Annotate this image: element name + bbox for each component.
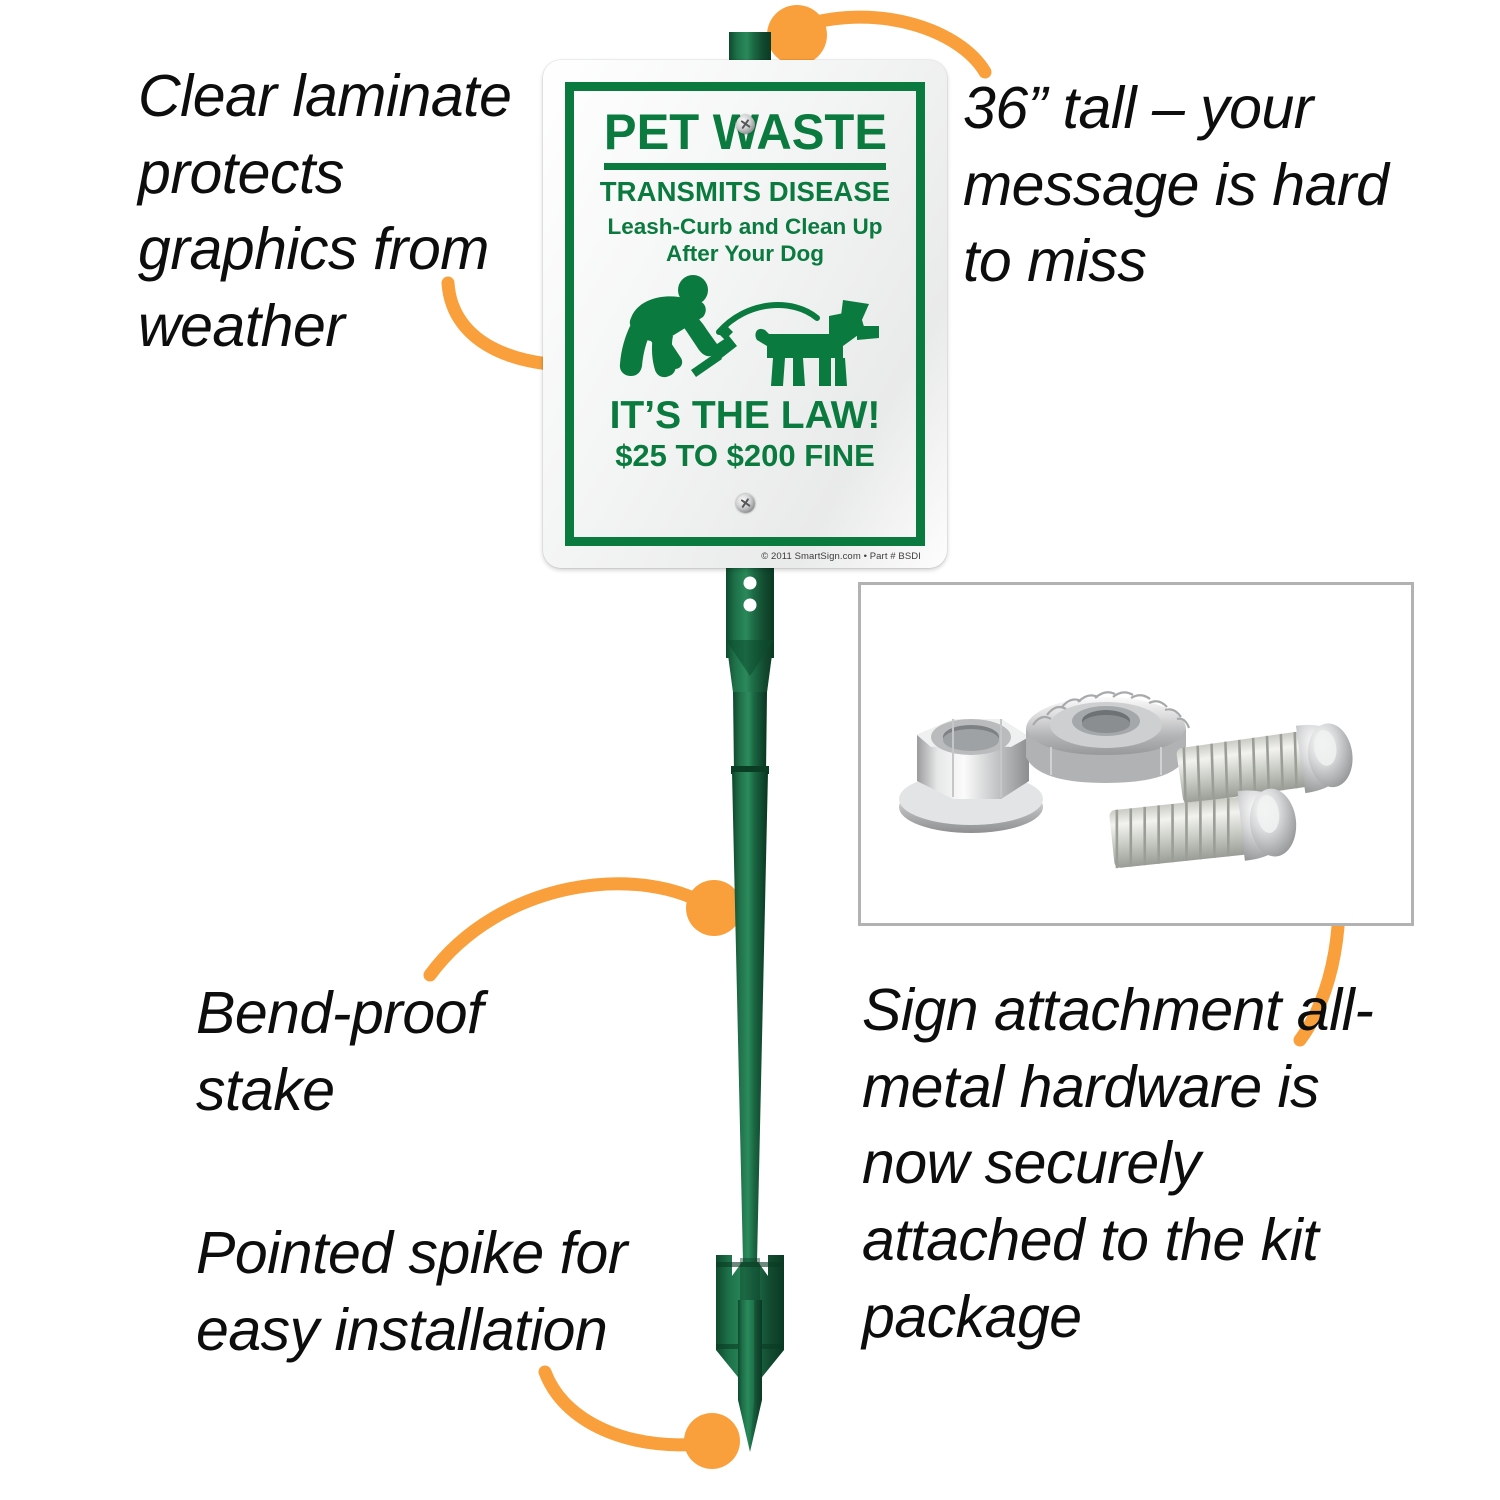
sign-body-line-1: Leash-Curb and Clean Up [607, 213, 883, 239]
stake-upper-blade [726, 560, 774, 700]
stake-shaft-upper [731, 692, 769, 774]
screw-icon [735, 115, 755, 134]
stake-shaft-lower [732, 772, 768, 1262]
sign-credit-line: © 2011 SmartSign.com • Part # BSDI [761, 551, 921, 562]
stake-pointed-tip [738, 1300, 762, 1452]
flange-nut-serrated [1026, 691, 1191, 783]
callout-36-inch-tall: 36” tall – your message is hard to miss [963, 75, 1389, 295]
screw-icon [735, 494, 755, 513]
sign-green-border: PET WASTE TRANSMITS DISEASE Leash-Curb a… [565, 82, 925, 546]
pet-waste-sign: PET WASTE TRANSMITS DISEASE Leash-Curb a… [543, 60, 947, 568]
bolt-rear [1176, 723, 1353, 804]
callout-sign-attachment-hardware: Sign attachment all-metal hardware is no… [862, 977, 1374, 1350]
bolt-front [1109, 788, 1297, 869]
flange-nuts-and-bolts-photo [861, 585, 1411, 923]
callout-pointed-spike: Pointed spike for easy installation [196, 1220, 627, 1363]
callout-clear-laminate: Clear laminate protects graphics from we… [138, 63, 512, 360]
sign-face: PET WASTE TRANSMITS DISEASE Leash-Curb a… [574, 91, 916, 537]
sign-body-line-2: After Your Dog [666, 241, 824, 267]
callout-bend-proof-stake: Bend-proof stake [196, 980, 483, 1123]
sign-subtitle: TRANSMITS DISEASE [599, 176, 891, 207]
sign-law-text: IT’S THE LAW! [609, 393, 881, 437]
person-scooping-dog-waste-icon [619, 274, 879, 386]
flange-nut-left [899, 719, 1043, 833]
hardware-photo-inset [858, 582, 1414, 926]
sign-fine-text: $25 TO $200 FINE [615, 437, 875, 473]
sign-title-underline [604, 163, 886, 170]
